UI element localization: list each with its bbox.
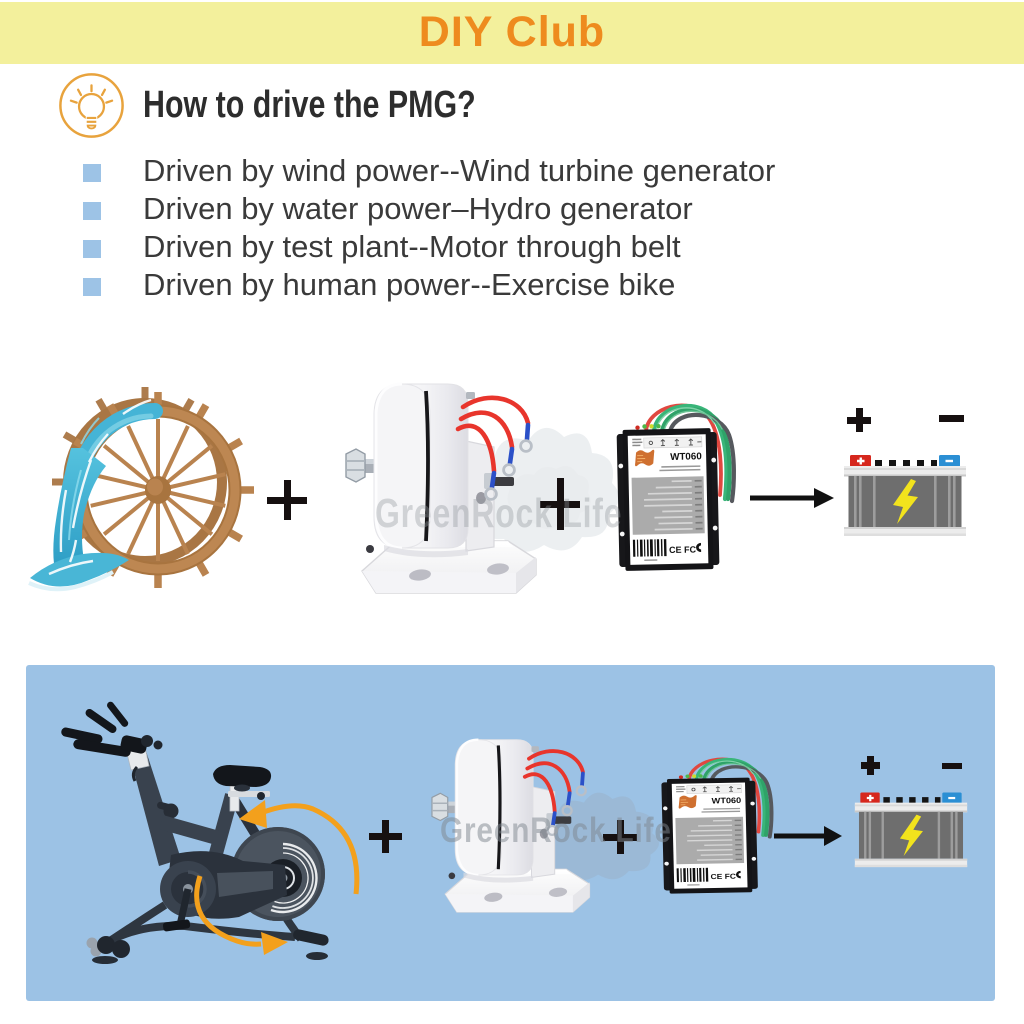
svg-text:WT060: WT060	[670, 451, 702, 463]
svg-text:CE FC: CE FC	[669, 544, 697, 555]
